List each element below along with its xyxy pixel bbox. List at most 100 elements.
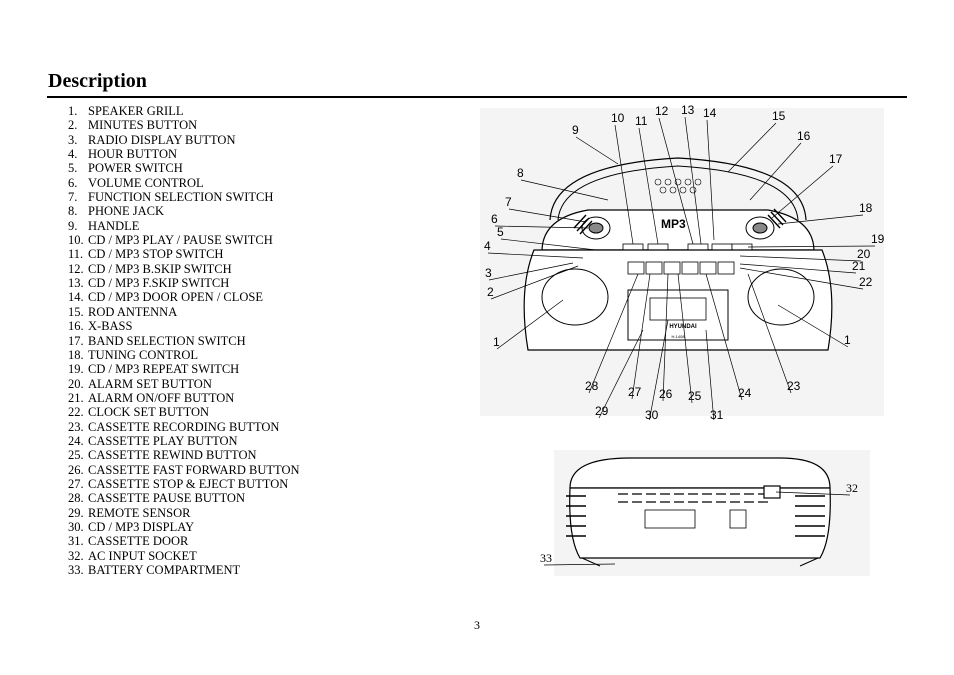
list-item: 1.SPEAKER GRILL — [68, 104, 300, 118]
list-item: 5.POWER SWITCH — [68, 161, 300, 175]
list-item: 2.MINUTES BUTTON — [68, 118, 300, 132]
list-item-number: 1. — [68, 104, 78, 118]
list-item: 7.FUNCTION SELECTION SWITCH — [68, 190, 300, 204]
callout-leader-line — [677, 273, 693, 404]
list-item-label: CD / MP3 REPEAT SWITCH — [88, 362, 240, 377]
list-item-label: CASSETTE PAUSE BUTTON — [88, 491, 245, 506]
list-item-label: CASSETTE DOOR — [88, 534, 189, 549]
list-item-number: 25. — [68, 448, 84, 463]
list-item: 6.VOLUME CONTROL — [68, 176, 300, 190]
list-item-label: POWER SWITCH — [88, 161, 183, 176]
list-item-label: CD / MP3 STOP SWITCH — [88, 247, 224, 262]
list-item: 29.REMOTE SENSOR — [68, 506, 300, 520]
list-item-number: 33. — [68, 563, 84, 577]
list-item-label: AC INPUT SOCKET — [88, 548, 197, 563]
list-item-number: 12. — [68, 261, 84, 276]
brand-logo: HYUNDAI — [669, 324, 697, 330]
list-item-label: CASSETTE PLAY BUTTON — [88, 433, 238, 448]
callout-leader-line — [739, 255, 862, 262]
callout-leader-line — [487, 252, 584, 259]
callout-leader-line — [631, 273, 651, 400]
callout-label: 2 — [487, 285, 494, 299]
callout-label: 32 — [846, 481, 858, 495]
list-item: 21.ALARM ON/OFF BUTTON — [68, 391, 300, 405]
list-item: 11.CD / MP3 STOP SWITCH — [68, 247, 300, 261]
list-item-number: 29. — [68, 505, 84, 520]
callout-label: 5 — [497, 225, 504, 239]
list-item-number: 8. — [68, 204, 78, 219]
rear-foot-left — [581, 557, 601, 567]
list-item: 27.CASSETTE STOP & EJECT BUTTON — [68, 477, 300, 491]
list-item: 10. CD / MP3 PLAY / PAUSE SWITCH — [68, 233, 300, 247]
callout-label: 14 — [703, 106, 717, 120]
list-item: 9.HANDLE — [68, 219, 300, 233]
callout-label: 16 — [797, 129, 811, 143]
callout-leader-line — [649, 319, 669, 420]
list-item: 8. PHONE JACK — [68, 204, 300, 218]
list-item-number: 14. — [68, 290, 84, 305]
callout-leader-line — [488, 262, 574, 281]
callout-leader-line — [775, 491, 851, 496]
front-leader-lines — [487, 116, 876, 420]
list-item-number: 13. — [68, 276, 84, 291]
list-item-number: 10. — [68, 233, 84, 248]
list-item: 32. AC INPUT SOCKET — [68, 549, 300, 563]
callout-leader-line — [706, 119, 715, 241]
list-item-number: 4. — [68, 147, 78, 162]
list-item-number: 32. — [68, 548, 84, 563]
list-item-label: RADIO DISPLAY BUTTON — [88, 132, 236, 147]
rear-top-handle — [569, 457, 831, 489]
deck-label: H-1408 — [671, 334, 685, 339]
list-item-number: 22. — [68, 405, 84, 420]
list-item-number: 30. — [68, 519, 84, 534]
list-item-number: 21. — [68, 390, 84, 405]
list-item-label: CD / MP3 PLAY / PAUSE SWITCH — [88, 233, 273, 248]
callout-leader-line — [777, 214, 864, 225]
callout-label: 10 — [611, 111, 625, 125]
volume-knob — [581, 216, 611, 240]
callout-leader-line — [520, 179, 609, 201]
list-item: 33.BATTERY COMPARTMENT — [68, 563, 300, 577]
right-speaker-grill — [747, 268, 815, 326]
callout-label: 12 — [655, 104, 669, 118]
callout-leader-line — [500, 238, 597, 251]
list-item-number: 31. — [68, 534, 84, 549]
list-item-number: 15. — [68, 304, 84, 319]
callout-label: 11 — [635, 114, 648, 128]
list-item-label: TUNING CONTROL — [88, 347, 199, 362]
callout-label: 27 — [628, 385, 642, 399]
list-item: 12. CD / MP3 B.SKIP SWITCH — [68, 262, 300, 276]
callout-leader-line — [508, 208, 587, 223]
list-item: 13.CD / MP3 F.SKIP SWITCH — [68, 276, 300, 290]
list-item-number: 19. — [68, 362, 84, 377]
cd-display — [649, 297, 707, 321]
list-item-label: BAND SELECTION SWITCH — [88, 333, 246, 348]
list-item-number: 9. — [68, 218, 78, 233]
list-item-number: 17. — [68, 333, 84, 348]
callout-leader-line — [575, 136, 619, 165]
callout-label: 20 — [857, 247, 871, 261]
callout-leader-line — [598, 329, 644, 419]
left-grip — [573, 214, 593, 235]
list-item: 4.HOUR BUTTON — [68, 147, 300, 161]
callout-label: 13 — [681, 103, 695, 117]
list-item: 14.CD / MP3 DOOR OPEN / CLOSE — [68, 290, 300, 304]
list-item-number: 24. — [68, 433, 84, 448]
callout-label: 19 — [871, 232, 885, 246]
callout-label: 3 — [485, 266, 492, 280]
title-rule — [47, 96, 907, 98]
list-item-label: PHONE JACK — [88, 204, 165, 219]
callout-leader-line — [739, 267, 864, 290]
list-item-label: MINUTES BUTTON — [88, 118, 198, 133]
rear-vents-right — [795, 495, 825, 537]
callout-label: 6 — [491, 212, 498, 226]
list-item-number: 23. — [68, 419, 84, 434]
list-item-label: CD / MP3 B.SKIP SWITCH — [88, 261, 232, 276]
list-item-number: 27. — [68, 476, 84, 491]
list-item-label: CLOCK SET BUTTON — [88, 405, 210, 420]
list-item-label: ALARM SET BUTTON — [88, 376, 212, 391]
list-item-label: CASSETTE RECORDING BUTTON — [88, 419, 280, 434]
